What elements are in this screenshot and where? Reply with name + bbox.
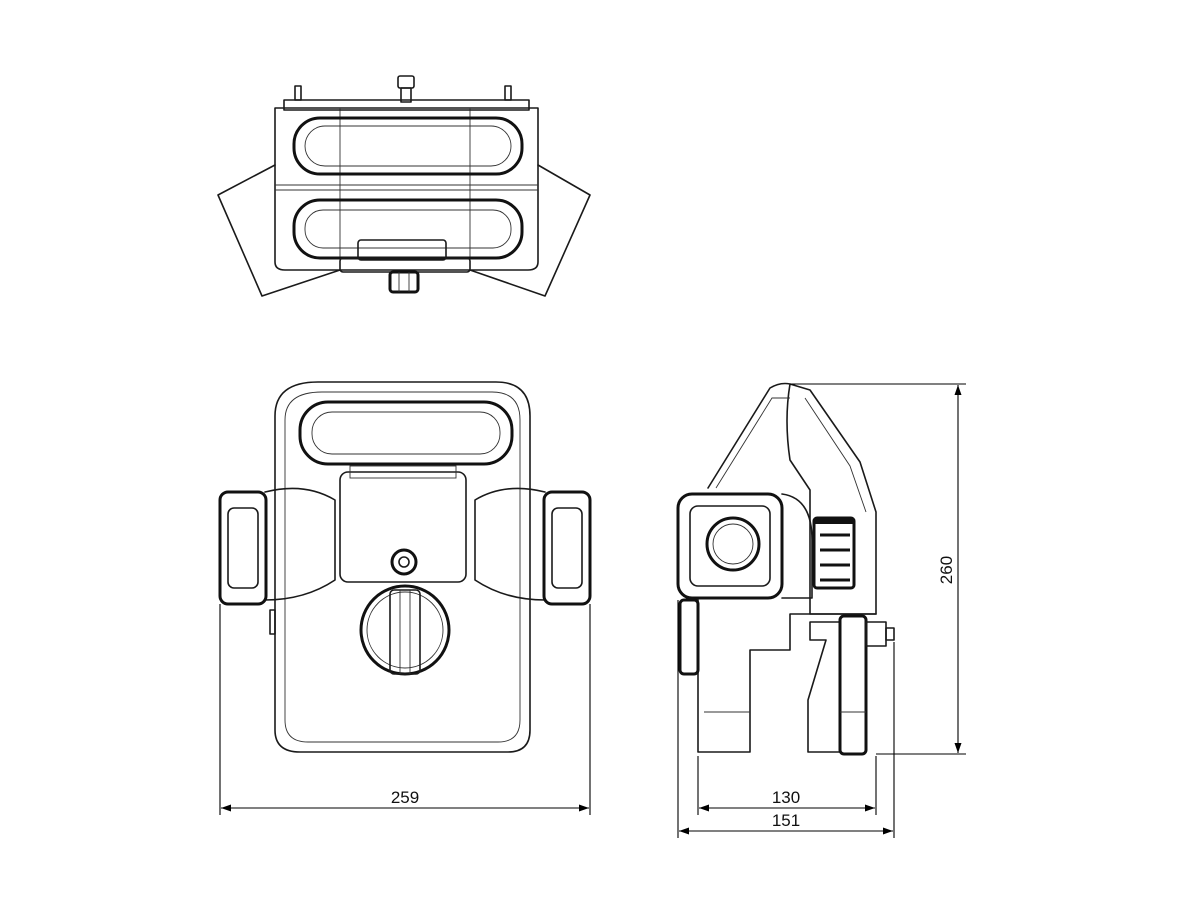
front-view-rotary-switch [359,584,451,676]
top-view [217,75,591,297]
top-view-left-flap [217,164,341,297]
side-view-bracket [807,621,841,753]
side-view-vent-grille [812,516,856,590]
dimension-depth-total-label: 151 [772,811,800,830]
top-view-lower-opening [292,198,524,260]
front-view-right-socket-housing [474,487,546,601]
dimension-depth-body-label: 130 [772,788,800,807]
side-view [676,382,895,756]
top-bolt-left [294,85,302,101]
top-view-right-flap [469,164,591,297]
top-center-screw [397,75,415,89]
front-view-body [274,381,531,753]
front-view-left-socket-housing [264,487,336,601]
side-view-upper-body [707,382,877,615]
top-view-bottom-nut [388,270,420,294]
front-view-switch-knob [389,589,421,675]
dimension-lines [219,383,966,838]
top-view-upper-opening [292,116,524,176]
top-view-housing [274,107,539,271]
front-view-top-plate [339,471,467,583]
side-view-lower-body [697,599,877,753]
side-view-socket [676,492,784,600]
front-view [218,381,592,753]
side-view-clamp [838,614,868,756]
dimension-height-label: 260 [937,556,956,584]
top-bolt-right [504,85,512,101]
front-view-right-socket [542,490,592,606]
front-view-left-socket [218,490,268,606]
side-view-socket-ring [705,516,761,572]
dimension-width-label: 259 [391,788,419,807]
top-view-latch [357,239,447,261]
front-view-center-screw [390,548,418,576]
front-view-handle-opening [298,400,514,466]
side-view-front-latch [678,598,700,676]
